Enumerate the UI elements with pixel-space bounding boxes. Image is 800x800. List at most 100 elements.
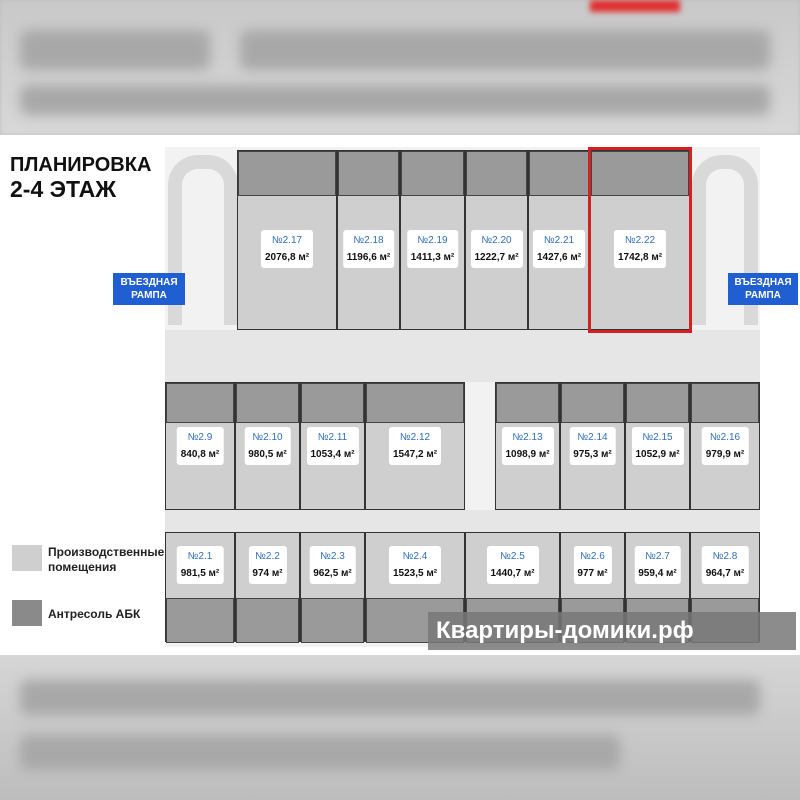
unit-area: 964,7 м² — [705, 568, 745, 580]
unit-number: №2.8 — [712, 551, 738, 563]
unit-number: №2.17 — [271, 234, 303, 246]
unit-label: №2.14 975,3 м² — [569, 427, 616, 465]
mezzanine-area — [496, 383, 559, 423]
mezzanine-area — [238, 151, 336, 196]
mezzanine-area — [529, 151, 589, 196]
unit-2.15[interactable]: №2.15 1052,9 м² — [625, 382, 690, 510]
mezzanine-area — [691, 383, 759, 423]
unit-label: №2.2 974 м² — [248, 546, 287, 585]
mezzanine-area — [166, 598, 234, 643]
mezzanine-area — [591, 151, 689, 196]
mezzanine-area — [236, 383, 299, 423]
unit-number: №2.7 — [645, 551, 670, 563]
unit-area: 1440,7 м² — [490, 568, 535, 580]
unit-area: 975,3 м² — [573, 449, 612, 460]
unit-label: №2.3 962,5 м² — [309, 546, 356, 585]
unit-2.10[interactable]: №2.10 980,5 м² — [235, 382, 300, 510]
unit-2.17[interactable]: №2.17 2076,8 м² — [237, 150, 337, 330]
unit-area: 1052,9 м² — [635, 449, 680, 460]
blurred-text — [20, 30, 210, 70]
selected-unit-highlight — [588, 147, 692, 333]
unit-label: №2.8 964,7 м² — [701, 546, 749, 585]
mezzanine-area — [338, 151, 399, 196]
unit-label: №2.18 1196,6 м² — [342, 229, 395, 268]
unit-2.18[interactable]: №2.18 1196,6 м² — [337, 150, 400, 330]
corridor-main — [165, 330, 760, 382]
unit-number: №2.18 — [353, 234, 384, 246]
mezzanine-area — [366, 383, 464, 423]
unit-area: 959,4 м² — [638, 568, 677, 580]
unit-area: 2076,8 м² — [264, 251, 310, 263]
unit-label: №2.22 1742,8 м² — [613, 229, 667, 268]
unit-label: №2.5 1440,7 м² — [486, 546, 539, 585]
unit-2.19[interactable]: №2.19 1411,3 м² — [400, 150, 465, 330]
unit-area: 980,5 м² — [248, 449, 287, 460]
legend-swatch-mezzanine — [12, 600, 42, 626]
unit-area: 974 м² — [252, 568, 283, 580]
unit-number: №2.10 — [252, 432, 283, 443]
unit-label: №2.1 981,5 м² — [176, 546, 224, 585]
unit-label: №2.17 2076,8 м² — [260, 229, 314, 268]
unit-2.14[interactable]: №2.14 975,3 м² — [560, 382, 625, 510]
watermark: Квартиры-домики.рф — [428, 612, 796, 650]
unit-area: 1053,4 м² — [310, 449, 355, 460]
unit-area: 1523,5 м² — [392, 568, 438, 580]
unit-number: №2.9 — [187, 432, 213, 443]
unit-number: №2.22 — [624, 234, 656, 246]
legend-label-production: Производственные помещения — [48, 545, 165, 574]
unit-2.1[interactable]: №2.1 981,5 м² — [165, 532, 235, 643]
unit-2.9[interactable]: №2.9 840,8 м² — [165, 382, 235, 510]
unit-area: 981,5 м² — [180, 568, 220, 580]
unit-area: 977 м² — [577, 568, 608, 580]
unit-area: 1742,8 м² — [617, 251, 663, 263]
unit-number: №2.15 — [642, 432, 673, 443]
unit-area: 962,5 м² — [313, 568, 352, 580]
blurred-text — [20, 735, 620, 770]
unit-2.11[interactable]: №2.11 1053,4 м² — [300, 382, 365, 510]
blurred-text — [20, 85, 770, 115]
unit-label: №2.6 977 м² — [573, 546, 612, 585]
title-line1: ПЛАНИРОВКА — [10, 154, 152, 176]
unit-area: 1427,6 м² — [536, 251, 582, 263]
unit-area: 1411,3 м² — [410, 251, 455, 263]
unit-label: №2.7 959,4 м² — [634, 546, 681, 585]
unit-number: №2.1 — [187, 551, 213, 563]
unit-area: 1222,7 м² — [474, 251, 519, 263]
unit-number: №2.13 — [512, 432, 543, 443]
unit-label: №2.9 840,8 м² — [176, 427, 224, 465]
unit-2.22[interactable]: №2.22 1742,8 м² — [590, 150, 690, 330]
unit-number: №2.16 — [709, 432, 741, 443]
mezzanine-area — [561, 383, 624, 423]
mezzanine-area — [301, 598, 364, 643]
ramp-label-left: ВЪЕЗДНАЯ РАМПА — [113, 273, 185, 305]
unit-number: №2.3 — [320, 551, 345, 563]
unit-number: №2.14 — [577, 432, 608, 443]
unit-number: №2.5 — [500, 551, 525, 563]
legend-label-mezzanine: Антресоль АБК — [48, 607, 141, 621]
unit-2.2[interactable]: №2.2 974 м² — [235, 532, 300, 643]
unit-area: 840,8 м² — [180, 449, 220, 460]
unit-number: №2.11 — [317, 432, 348, 443]
unit-number: №2.6 — [580, 551, 605, 563]
unit-area: 1196,6 м² — [346, 251, 391, 263]
unit-label: №2.19 1411,3 м² — [406, 229, 459, 268]
legend-swatch-production — [12, 545, 42, 571]
unit-2.3[interactable]: №2.3 962,5 м² — [300, 532, 365, 643]
unit-label: №2.15 1052,9 м² — [631, 427, 684, 465]
mezzanine-area — [401, 151, 464, 196]
unit-number: №2.19 — [417, 234, 448, 246]
unit-label: №2.11 1053,4 м² — [306, 427, 359, 465]
mezzanine-area — [626, 383, 689, 423]
unit-number: №2.2 — [255, 551, 280, 563]
